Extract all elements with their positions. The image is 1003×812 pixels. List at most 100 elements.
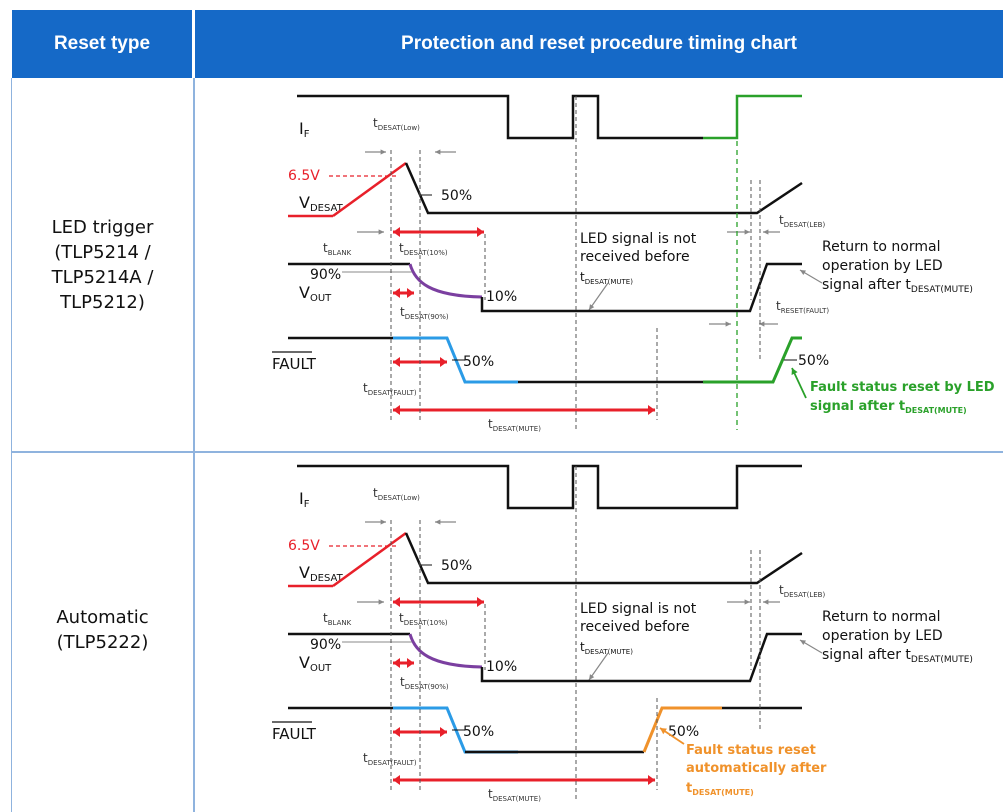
row2-fault-label: FAULT [272,725,317,743]
row2-vdesat-50-label: 50% [441,558,472,574]
row2-vout-90-label: 90% [310,637,341,653]
row1-vout-trace [480,262,802,313]
row1-treset-fault-arrow-left-head [725,321,731,327]
header-reset-type: Reset type [12,10,192,78]
row2-led-note-arrow-head [589,674,595,680]
row2-led-note-line2: received before [580,619,690,635]
row2-fault-note-arrow-head [660,728,667,735]
row2-vdesat-red-ramp [332,531,407,588]
row1-tdesat-mute-arrow-head-left [393,405,400,415]
row2-tdesat-90-arrow-head-right [407,658,414,668]
row2-tdesat-leb-label: tDESAT(LEB) [779,583,825,599]
row2-tdesat-low-label: tDESAT(Low) [373,486,420,502]
row1-vdesat-red-ramp [332,161,407,218]
row2-if-label: IF [299,489,310,510]
row2-fault-50-auto-label: 50% [668,724,699,740]
row1-label-line2: (TLP5214 / [54,242,151,263]
row1-led-note-arrow [588,282,609,311]
row1-tblank-arrow-head [378,229,384,235]
row1-return-note-arrow-head [800,270,806,275]
row2-tdesat-fault-arrow-head-right [440,727,447,737]
row2-tdesat-fault-label: tDESAT(FAULT) [363,751,417,767]
row2-tdesat-mute-arrow-head-right [648,775,655,785]
row2-vdesat-label: VDESAT [299,563,344,584]
row1-tdesat-mute-arrow-head-right [648,405,655,415]
row1-label-line3: TLP5214A / [51,267,154,288]
row1-led-note-arrow-head [589,304,595,310]
row2-tdesat-90-arrow-head-left [393,658,400,668]
row2-led-note-arrow [588,652,609,681]
row2-vout-purple [408,633,483,669]
row1-tdesat-90-arrow-head-left [393,288,400,298]
row1-tdesat-leb-arrow-left-head [744,229,750,235]
row2-tdesat-10-label: tDESAT(10%) [399,611,448,627]
row1-tdesat-10-label: tDESAT(10%) [399,241,448,257]
row2-tdesat-low-arrow-left-head [380,519,386,525]
row1-label-line1: LED trigger [51,217,154,238]
row1-tdesat-leb-label: tDESAT(LEB) [779,213,825,229]
row1-tdesat-leb-arrow-right-head [763,229,769,235]
row1-fault-note-line1: Fault status reset by LED [810,380,995,395]
row1-vout-90-label: 90% [310,267,341,283]
row1-v65-label: 6.5V [288,168,320,184]
row2-tdesat-low-arrow-right-head [435,519,441,525]
row2-fault-note-line1: Fault status reset [686,743,816,758]
row2-tdesat-10-arrow-head-left [393,597,400,607]
row1-led-note-line2: received before [580,249,690,265]
row2-label-line1: Automatic [56,607,149,628]
row1-tdesat-low-arrow-left-head [380,149,386,155]
row2-tdesat-mute-label: tDESAT(MUTE) [488,787,541,803]
row1-label-line4: TLP5212) [60,292,145,313]
row1-tdesat-low-arrow-right-head [435,149,441,155]
row1-return-note-line1: Return to normal [822,239,940,255]
row2-v65-label: 6.5V [288,538,320,554]
row2-label-line2: (TLP5222) [56,632,149,653]
row2-fault-orange [642,706,722,753]
row2-vdesat-trace [404,532,803,585]
row2-return-note-line2: operation by LED [822,628,943,644]
row2-vout-10-label: 10% [486,659,517,675]
row1-tdesat-fault-arrow-head-right [440,357,447,367]
row2-vout-label: VOUT [299,653,332,674]
row1-tdesat-10-arrow-head-left [393,227,400,237]
row1-fault-note-arrow-head [791,368,798,375]
row1-vdesat-50-label: 50% [441,188,472,204]
row1-tblank-label: tBLANK [323,241,352,257]
row1-led-note-line1: LED signal is not [580,231,697,247]
row2-fault-50-label: 50% [463,724,494,740]
row2-tblank-label: tBLANK [323,611,352,627]
row2-fault-note-line2: automatically after [686,761,827,776]
row2-led-note-line1: LED signal is not [580,601,697,617]
row1-return-note-line2: operation by LED [822,258,943,274]
row1-tdesat-mute-label: tDESAT(MUTE) [488,417,541,433]
row2-if-trace [297,464,802,510]
row1-tdesat-fault-arrow-head-left [393,357,400,367]
row1-fault-label: FAULT [272,355,317,373]
row2-tdesat-leb-arrow-right-head [763,599,769,605]
row2-fault-note-line3: tDESAT(MUTE) [686,781,754,797]
row2-tdesat-90-label: tDESAT(90%) [400,675,449,691]
column-divider [193,78,195,812]
row1-vout-10-label: 10% [486,289,517,305]
row1-return-note-line3: signal after tDESAT(MUTE) [822,277,973,295]
row1-fault-50-label: 50% [463,354,494,370]
row1-treset-fault-label: tRESET(FAULT) [776,299,829,315]
row2-return-note-line1: Return to normal [822,609,940,625]
row1-if-trace-green [703,94,802,140]
row-label-led-trigger: LED trigger (TLP5214 / TLP5214A / TLP521… [12,215,193,315]
row-divider [12,451,1003,453]
row1-fault-note-line2: signal after tDESAT(MUTE) [810,399,967,415]
row2-tdesat-fault-arrow-head-left [393,727,400,737]
row1-vout-label: VOUT [299,283,332,304]
row2-return-note-arrow-head [800,640,806,645]
row2-tdesat-leb-arrow-left-head [744,599,750,605]
row1-tdesat-low-label: tDESAT(Low) [373,116,420,132]
row2-led-note-line3: tDESAT(MUTE) [580,640,633,656]
table-left-border [11,78,12,812]
row1-tdesat-fault-label: tDESAT(FAULT) [363,381,417,397]
row1-if-trace [297,94,703,140]
row1-tdesat-90-label: tDESAT(90%) [400,305,449,321]
row1-vout-purple [408,263,483,299]
row1-vdesat-trace [404,162,803,215]
